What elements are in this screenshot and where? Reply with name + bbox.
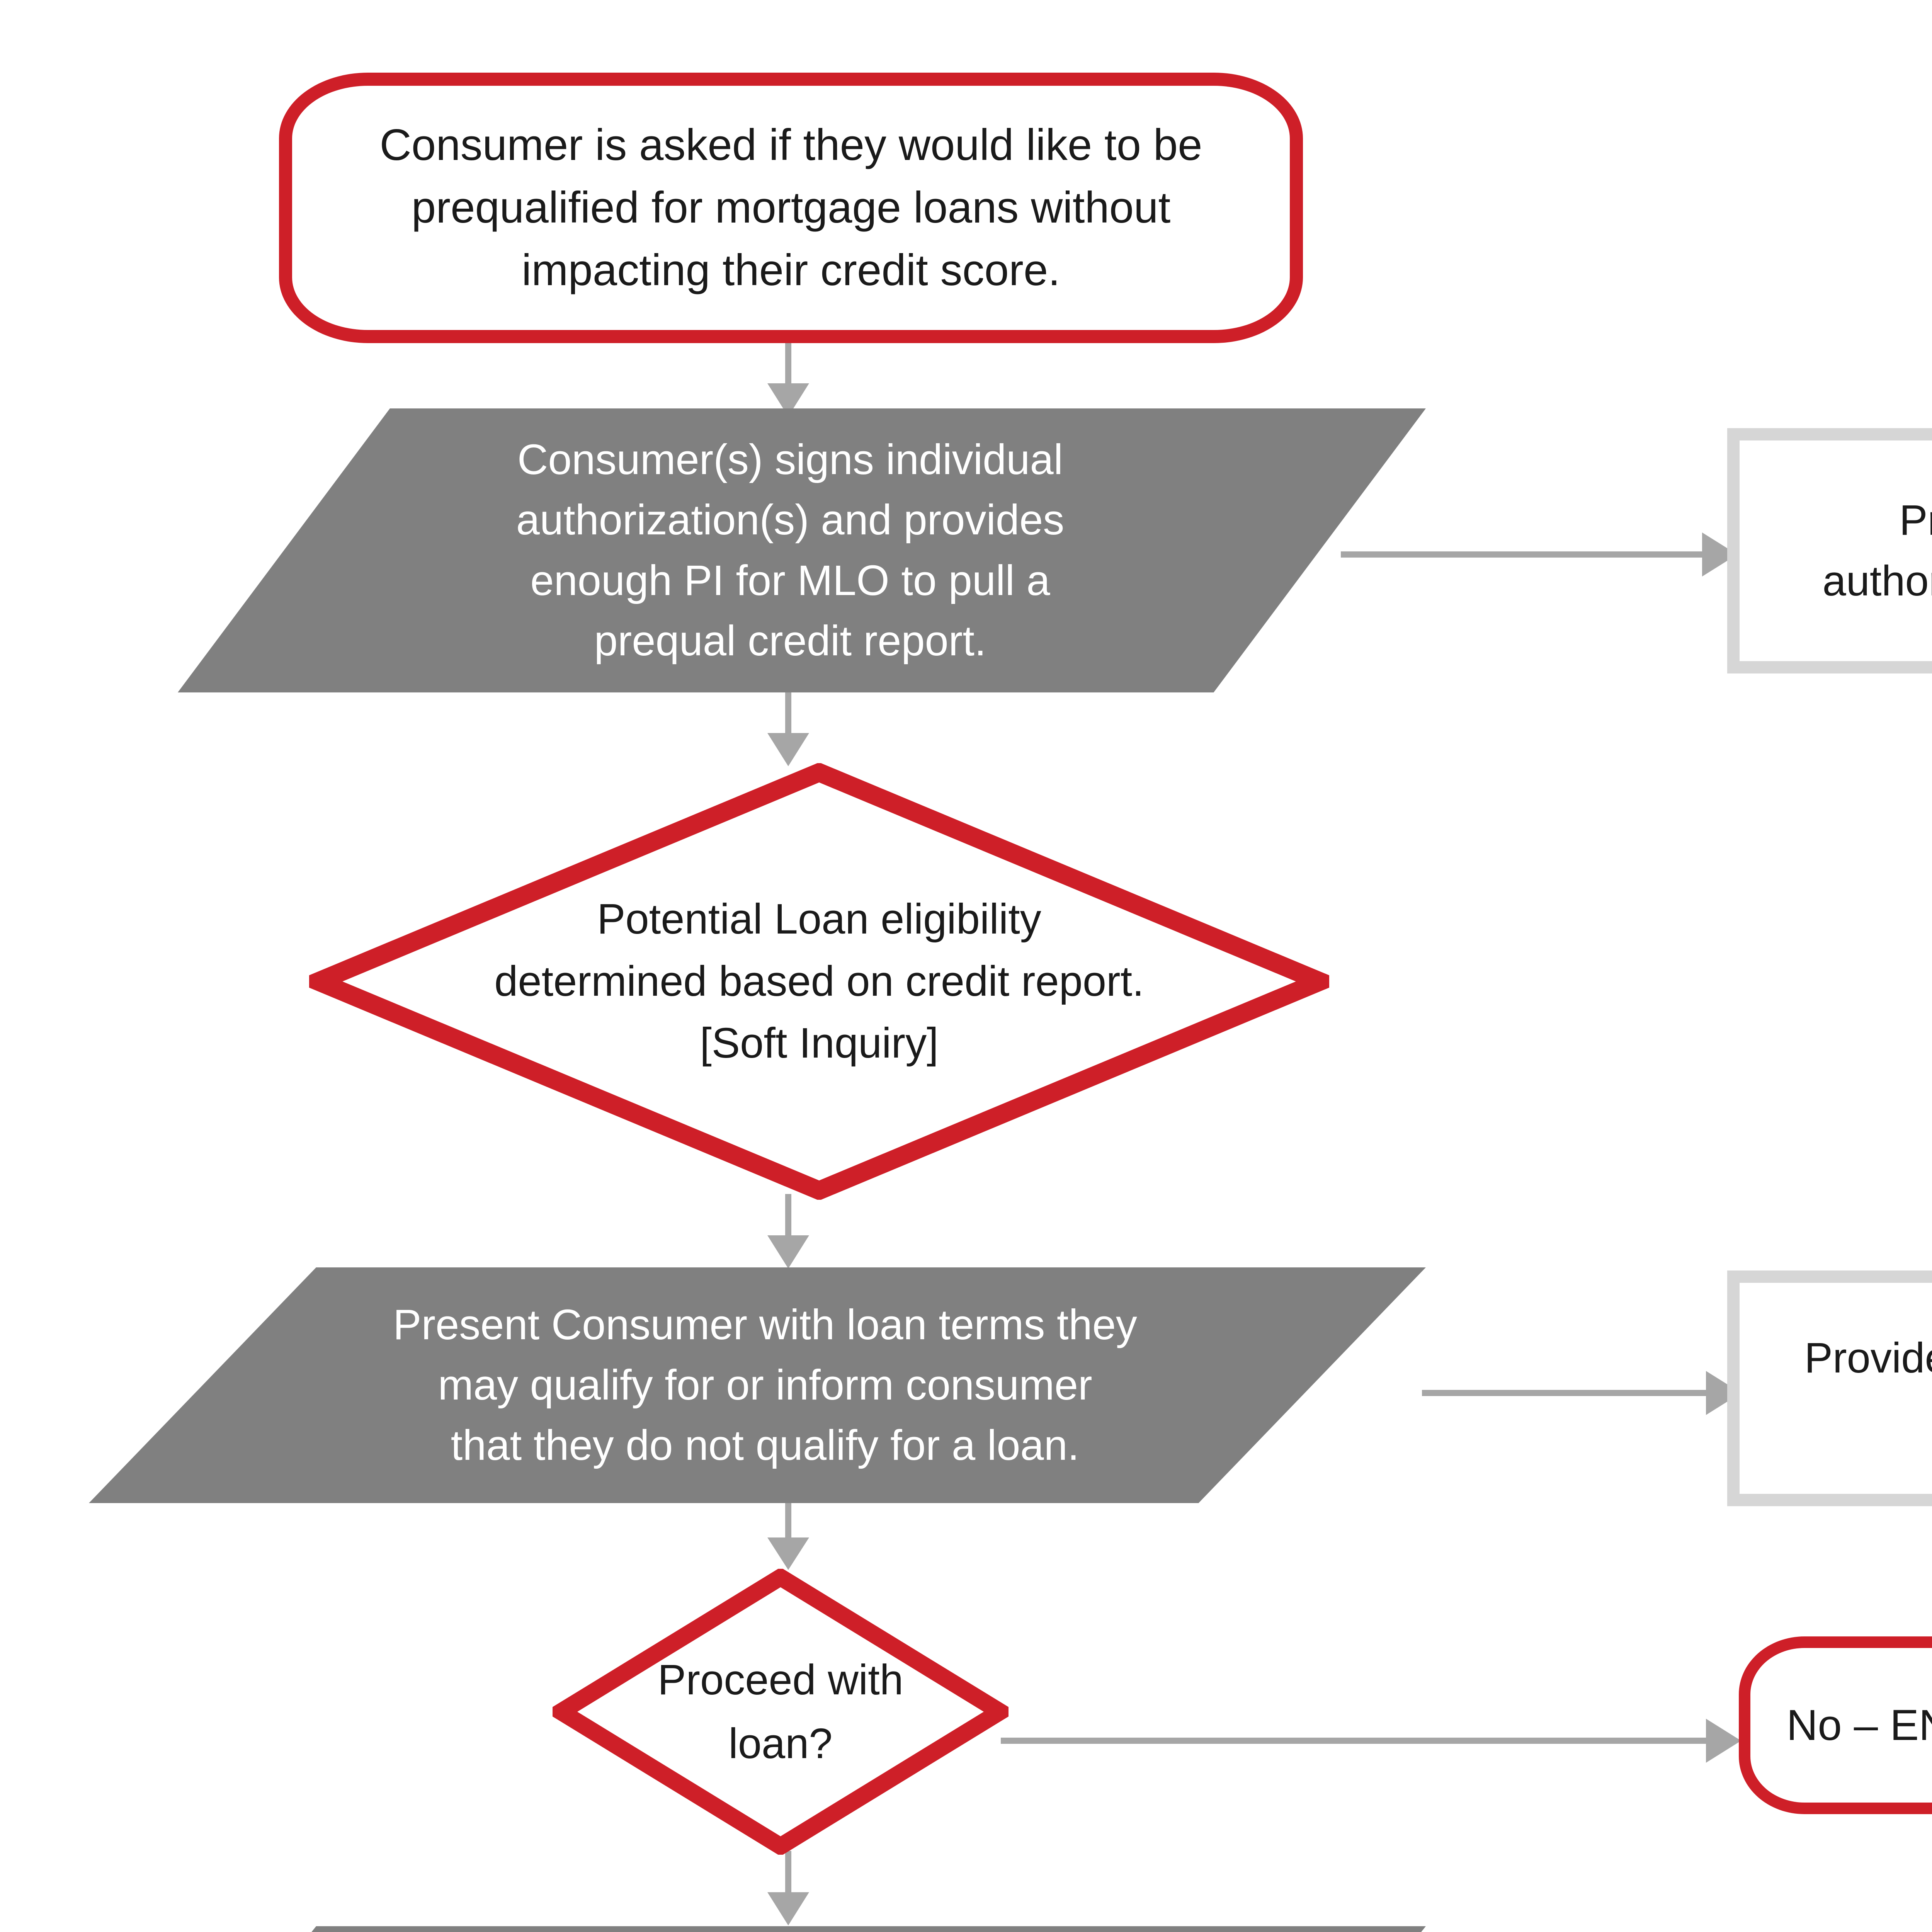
node-eligibility-decision-label: Potential Loan eligibility determined ba…: [494, 895, 1144, 1067]
connector-proceed-to-select: [765, 1851, 811, 1926]
node-eligibility-decision[interactable]: Potential Loan eligibility determined ba…: [309, 763, 1329, 1200]
node-doc-typical-terms-label: Provide a copy of typical loan term/prod…: [1804, 1334, 1932, 1382]
connector-sign-to-eligibility: [765, 692, 811, 767]
node-end-process-label: No – END PROCESS: [1786, 1701, 1932, 1750]
parallelogram-shape-select: [89, 1926, 1426, 1932]
node-start-label: Consumer is asked if they would like to …: [379, 121, 1202, 295]
node-start-terminator[interactable]: Consumer is asked if they would like to …: [279, 73, 1303, 343]
diamond-shape-eligibility: [309, 763, 1329, 1200]
node-doc-prequal-authorization-label: Provide a copy of written authorization …: [1822, 497, 1932, 605]
diamond-shape-proceed: [553, 1569, 1009, 1855]
connector-eligibility-to-present: [765, 1194, 811, 1269]
connector-present-to-proceed: [765, 1499, 811, 1571]
parallelogram-shape-sign: [178, 408, 1426, 692]
parallelogram-shape-present: [89, 1267, 1426, 1503]
node-doc-prequal-authorization[interactable]: Provide a copy of written authorization …: [1727, 428, 1932, 673]
node-proceed-decision-label: Proceed with loan?: [658, 1656, 903, 1767]
node-end-process-terminator[interactable]: No – END PROCESS: [1739, 1636, 1932, 1814]
node-present-terms-label: Present Consumer with loan terms they ma…: [393, 1301, 1137, 1469]
connector-present-to-doc: [1422, 1368, 1743, 1418]
node-sign-authorization[interactable]: Consumer(s) signs individual authorizati…: [178, 408, 1426, 692]
node-sign-authorization-label: Consumer(s) signs individual authorizati…: [516, 436, 1065, 665]
connector-proceed-to-end: [1001, 1716, 1743, 1766]
node-present-terms[interactable]: Present Consumer with loan terms they ma…: [89, 1267, 1426, 1503]
node-doc-typical-terms[interactable]: Provide a copy of typical loan term/prod…: [1727, 1270, 1932, 1506]
node-select-product[interactable]: Yes – Select loan product and complete m…: [89, 1926, 1426, 1932]
connector-start-to-sign: [765, 340, 811, 417]
node-proceed-decision[interactable]: Proceed with loan?: [553, 1569, 1009, 1855]
